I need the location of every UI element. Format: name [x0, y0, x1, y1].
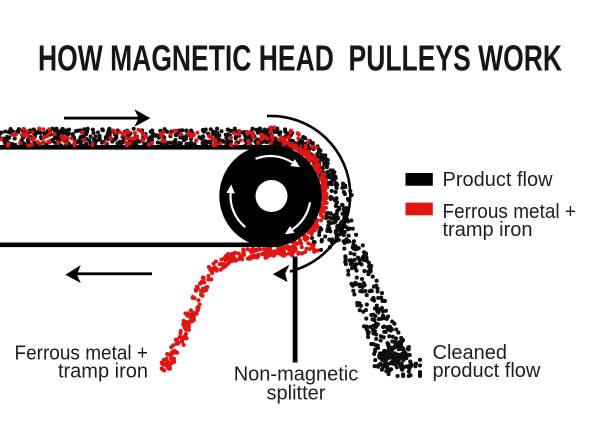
svg-text:Non-magnetic: Non-magnetic [234, 364, 359, 386]
svg-text:Cleaned: Cleaned [433, 342, 508, 364]
svg-text:Product flow: Product flow [443, 169, 554, 191]
svg-text:splitter: splitter [267, 383, 326, 405]
svg-text:tramp iron: tramp iron [443, 219, 533, 241]
svg-text:product flow: product flow [433, 360, 541, 382]
svg-text:Ferrous metal +: Ferrous metal + [15, 343, 149, 365]
svg-text:HOW MAGNETIC HEAD PULLEYS WOR: HOW MAGNETIC HEAD PULLEYS WORK [38, 38, 562, 79]
svg-text:Ferrous metal +: Ferrous metal + [443, 201, 577, 223]
svg-text:tramp iron: tramp iron [58, 361, 148, 383]
